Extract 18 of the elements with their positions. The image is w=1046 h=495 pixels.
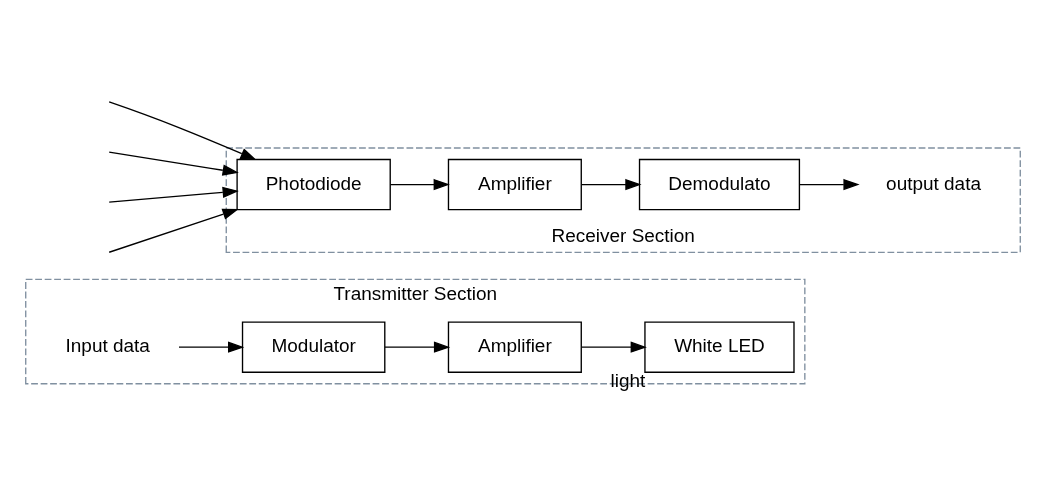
arrow bbox=[389, 178, 450, 190]
arrow bbox=[581, 178, 642, 190]
arrow bbox=[108, 186, 239, 203]
arrow bbox=[108, 100, 257, 160]
arrow bbox=[178, 340, 245, 353]
arrow bbox=[581, 340, 647, 353]
node-box: Modulator bbox=[241, 320, 386, 373]
node-text: Input data bbox=[65, 334, 150, 356]
node-box: Photodiode bbox=[236, 158, 391, 210]
node-box: Demodulato bbox=[638, 158, 801, 210]
arrow bbox=[798, 178, 860, 190]
arrow bbox=[384, 340, 451, 353]
node-text: output data bbox=[886, 172, 981, 194]
node-box: Amplifier bbox=[447, 158, 582, 210]
node-box: Amplifier bbox=[447, 320, 582, 373]
arrow bbox=[108, 150, 239, 176]
node-box: White LED bbox=[644, 320, 795, 373]
arrow bbox=[108, 208, 239, 253]
